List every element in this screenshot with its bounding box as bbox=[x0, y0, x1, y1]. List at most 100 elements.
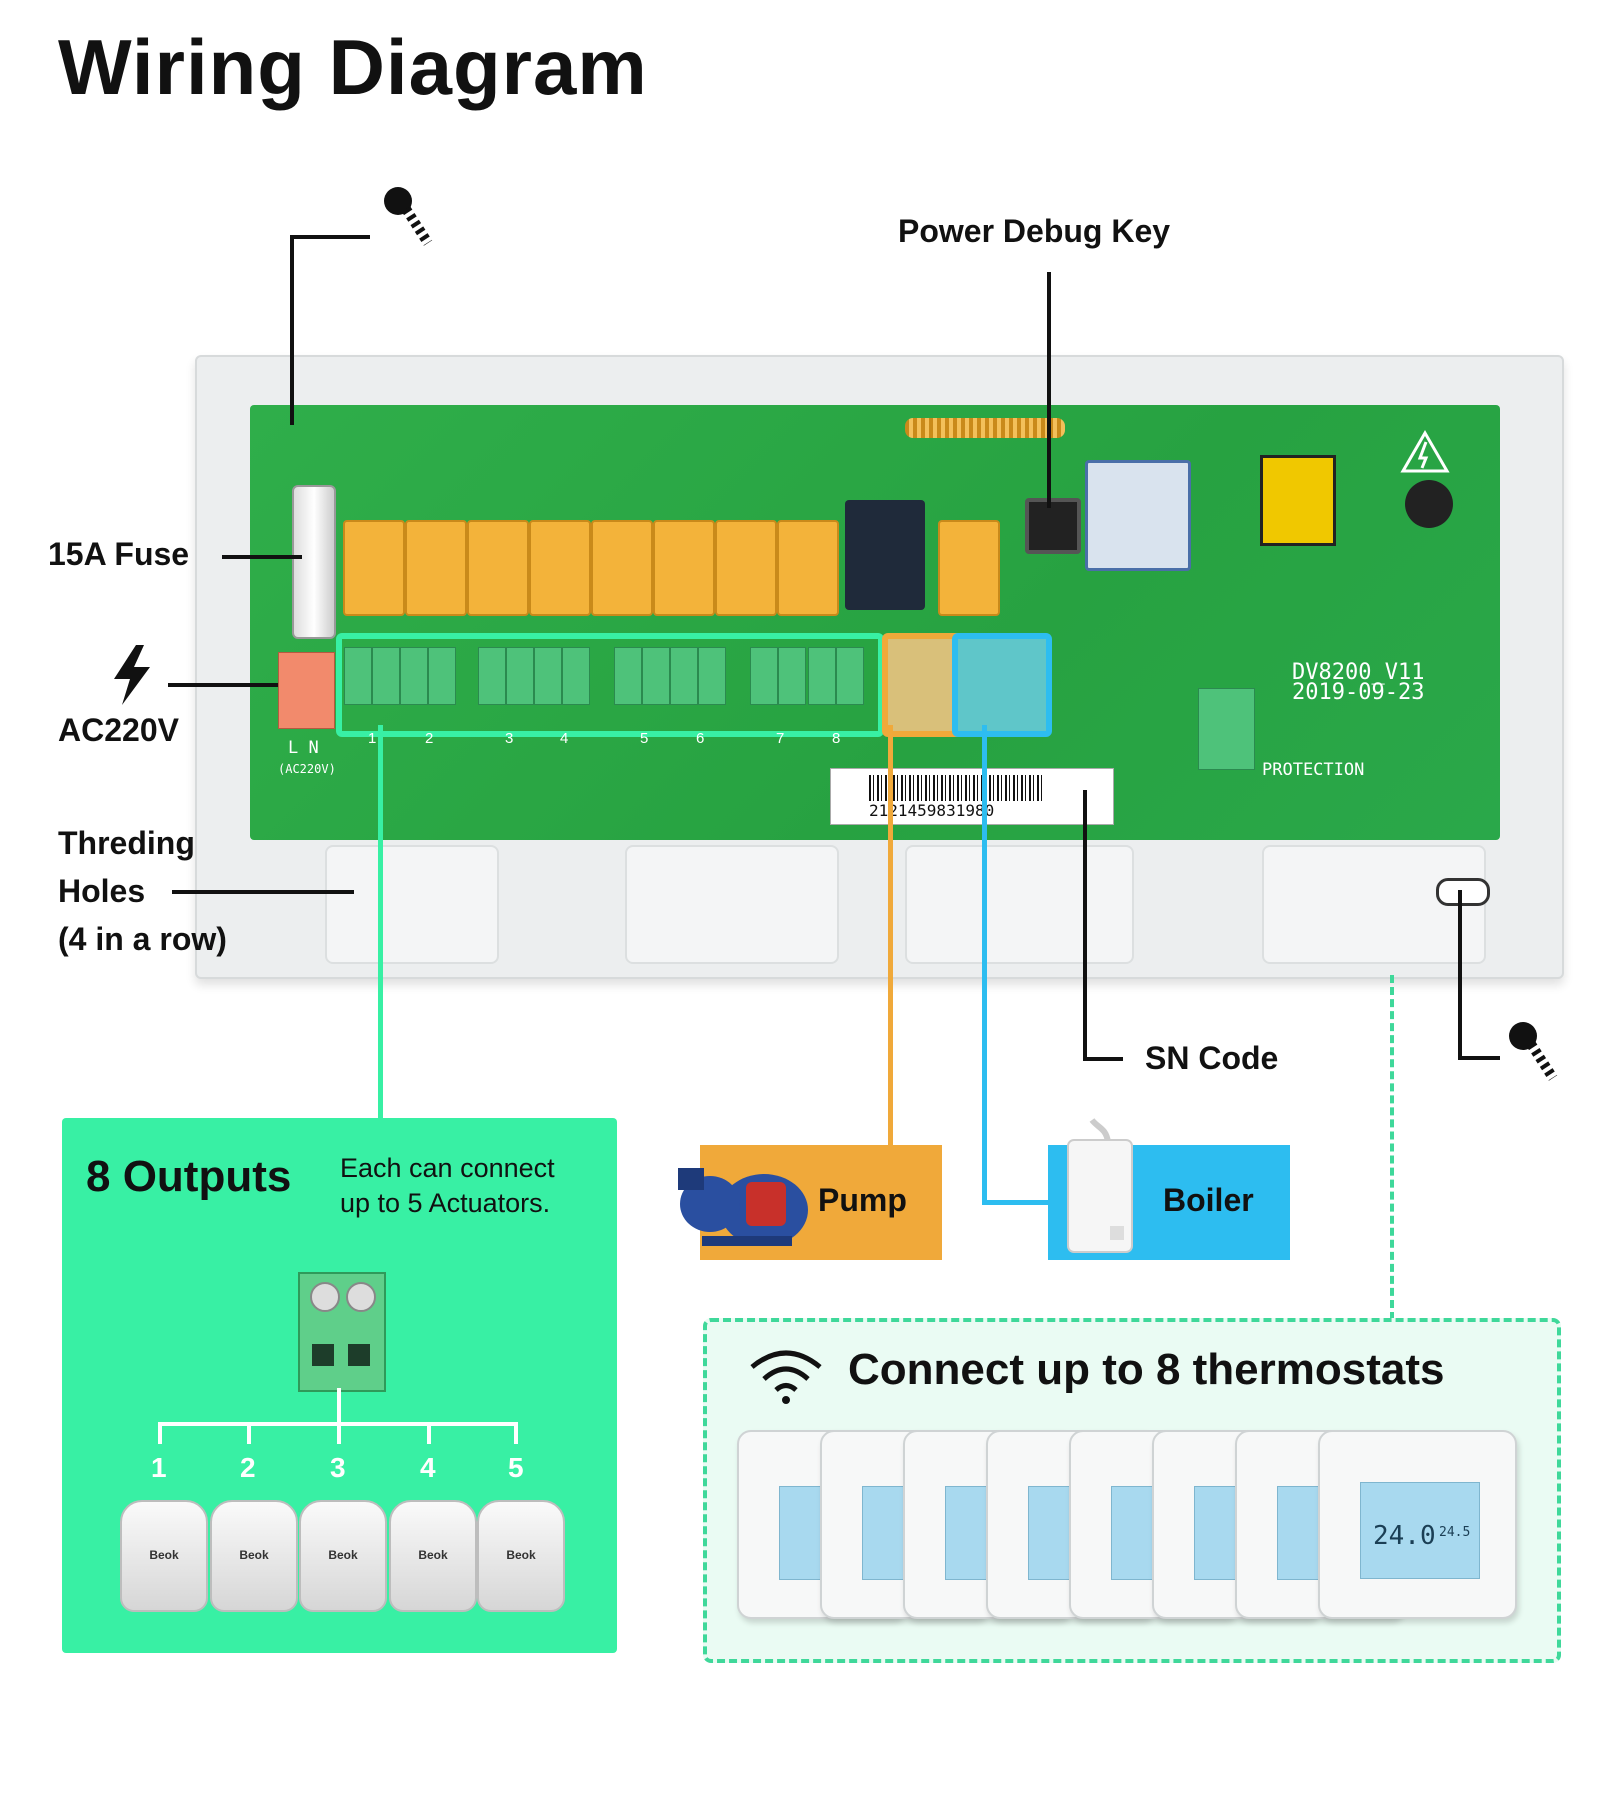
output-terminal bbox=[372, 647, 400, 705]
output-terminal bbox=[506, 647, 534, 705]
output-terminal bbox=[642, 647, 670, 705]
terminal-number: 6 bbox=[696, 730, 705, 747]
tree-line bbox=[337, 1422, 341, 1444]
terminal-number: 3 bbox=[505, 730, 514, 747]
threading-label-1: Threding bbox=[58, 825, 195, 861]
actuator-number: 5 bbox=[508, 1452, 524, 1483]
output-terminal bbox=[400, 647, 428, 705]
main-relay bbox=[845, 500, 925, 610]
fuse-label: 15A Fuse bbox=[48, 536, 190, 572]
boiler-connector bbox=[982, 725, 987, 1205]
output-terminal bbox=[698, 647, 726, 705]
terminal-number: 8 bbox=[832, 730, 841, 747]
tree-line bbox=[158, 1422, 162, 1444]
actuator-number: 1 bbox=[151, 1452, 167, 1483]
pcb-date: 2019-09-23 bbox=[1292, 680, 1425, 705]
screw-icon bbox=[384, 187, 433, 246]
thermostats-heading: Connect up to 8 thermostats bbox=[848, 1345, 1445, 1394]
relay bbox=[467, 520, 529, 616]
protection-label: PROTECTION bbox=[1262, 760, 1365, 780]
ln-label: L N bbox=[288, 738, 319, 758]
wireless-connector bbox=[1390, 975, 1394, 1320]
actuator-number: 4 bbox=[420, 1452, 436, 1483]
ac-label: AC220V bbox=[58, 712, 179, 748]
threading-label-2: Holes bbox=[58, 873, 146, 909]
relay bbox=[343, 520, 405, 616]
output-terminal bbox=[344, 647, 372, 705]
relay bbox=[777, 520, 839, 616]
threading-hole bbox=[625, 845, 839, 964]
threading-hole bbox=[325, 845, 499, 964]
terminal-number: 1 bbox=[368, 730, 377, 747]
capacitor bbox=[1405, 480, 1453, 528]
screw-icon bbox=[1509, 1022, 1558, 1081]
actuator: Beok bbox=[299, 1500, 387, 1612]
threading-hole bbox=[905, 845, 1134, 964]
thermostat-set: 24.5 bbox=[1439, 1525, 1471, 1540]
terminal-number: 7 bbox=[776, 730, 785, 747]
fuse bbox=[292, 485, 336, 639]
tree-line bbox=[514, 1422, 518, 1444]
high-voltage-icon bbox=[1400, 430, 1450, 473]
wifi-module bbox=[1085, 460, 1191, 571]
actuator-brand: Beok bbox=[239, 1548, 269, 1562]
boiler-terminal bbox=[952, 633, 1052, 737]
callout-line bbox=[1458, 890, 1462, 1058]
output-terminal bbox=[534, 647, 562, 705]
mount-hole bbox=[1436, 878, 1490, 906]
sn-label: 2121459831980 bbox=[830, 768, 1114, 825]
tree-line bbox=[427, 1422, 431, 1444]
pcb-model: DV8200_V11 bbox=[1292, 660, 1425, 685]
boiler-icon bbox=[1067, 1118, 1133, 1253]
ac-terminal bbox=[278, 652, 335, 729]
pump-label: Pump bbox=[818, 1182, 907, 1218]
output-terminal bbox=[750, 647, 778, 705]
boiler-label: Boiler bbox=[1163, 1182, 1254, 1218]
actuator: Beok bbox=[389, 1500, 477, 1612]
outputs-highlight bbox=[336, 633, 884, 737]
relay bbox=[715, 520, 777, 616]
actuator-brand: Beok bbox=[149, 1548, 179, 1562]
output-terminal bbox=[562, 647, 590, 705]
sn-code-label: SN Code bbox=[1145, 1040, 1279, 1076]
terminal-number: 4 bbox=[560, 730, 569, 747]
callout-line bbox=[172, 890, 354, 894]
threading-label-3: (4 in a row) bbox=[58, 921, 227, 957]
actuator: Beok bbox=[120, 1500, 208, 1612]
actuator-number: 3 bbox=[330, 1452, 346, 1483]
outputs-note-2: up to 5 Actuators. bbox=[340, 1188, 551, 1218]
callout-line bbox=[1458, 1056, 1500, 1060]
output-terminal-block bbox=[298, 1272, 386, 1392]
output-terminal bbox=[478, 647, 506, 705]
barcode bbox=[869, 775, 1044, 801]
antenna bbox=[905, 418, 1065, 438]
thermostat-front: 24.0 24.5 bbox=[1318, 1430, 1517, 1619]
relay bbox=[591, 520, 653, 616]
page-title: Wiring Diagram bbox=[58, 23, 648, 111]
ground-terminal bbox=[1198, 688, 1255, 770]
thermostat-temp: 24.0 bbox=[1373, 1521, 1436, 1551]
callout-line bbox=[1047, 272, 1051, 508]
ac-small-label: (AC220V) bbox=[278, 762, 336, 776]
output-terminal bbox=[614, 647, 642, 705]
relay bbox=[529, 520, 591, 616]
lightning-icon bbox=[114, 645, 150, 705]
callout-line bbox=[222, 555, 302, 559]
relay bbox=[938, 520, 1000, 616]
pump-icon bbox=[678, 1168, 808, 1246]
output-terminal bbox=[778, 647, 806, 705]
thermostat-screen: 24.0 24.5 bbox=[1360, 1482, 1480, 1579]
relay bbox=[653, 520, 715, 616]
actuator: Beok bbox=[210, 1500, 298, 1612]
tree-line bbox=[247, 1422, 251, 1444]
boiler-connector bbox=[982, 1200, 1050, 1205]
power-debug-key[interactable] bbox=[1025, 498, 1081, 554]
terminal-number: 5 bbox=[640, 730, 649, 747]
transformer bbox=[1260, 455, 1336, 546]
relay bbox=[405, 520, 467, 616]
serial-number: 2121459831980 bbox=[869, 801, 995, 820]
output-terminal bbox=[808, 647, 836, 705]
pump-connector bbox=[888, 725, 893, 1150]
terminal-number: 2 bbox=[425, 730, 434, 747]
callout-line bbox=[168, 683, 278, 687]
